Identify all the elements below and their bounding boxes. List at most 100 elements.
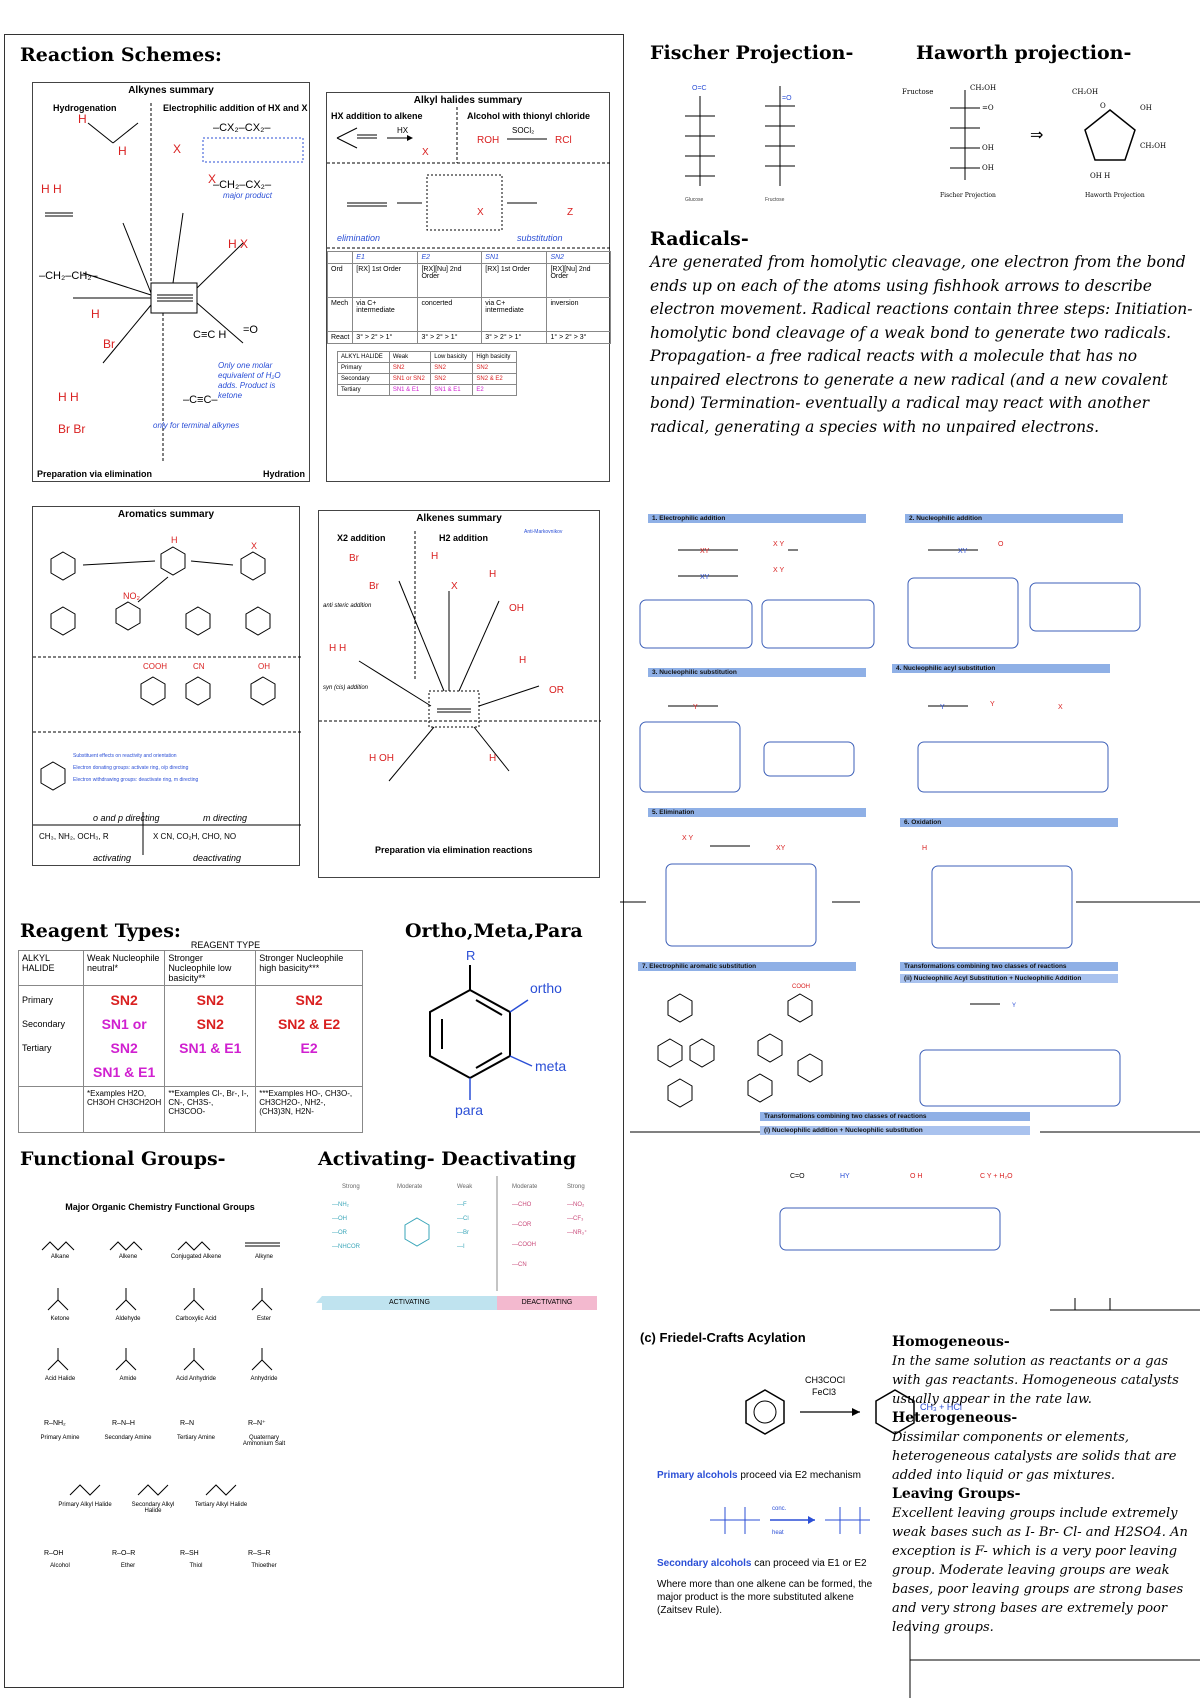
alkenes-summary-panel: Alkenes summary X2 addition H2 addition … — [318, 510, 601, 878]
substitution-label: substitution — [517, 233, 563, 243]
svg-text:adds. Product is: adds. Product is — [218, 381, 275, 390]
svg-text:H: H — [171, 535, 178, 545]
svg-text:C=O: C=O — [790, 1173, 805, 1180]
friedel-crafts-title: (c) Friedel-Crafts Acylation — [640, 1330, 806, 1345]
svg-text:=O: =O — [243, 324, 258, 336]
hydration-label: Hydration — [263, 469, 306, 479]
svg-text:—F: —F — [457, 1202, 467, 1208]
secondary-alcohols-line: Secondary alcohols can proceed via E1 or… — [657, 1558, 867, 1569]
fg-amide: Amide — [119, 1376, 137, 1382]
svg-text:R–NH₂: R–NH₂ — [44, 1420, 66, 1427]
svg-text:RCl: RCl — [555, 135, 572, 146]
svg-text:H H: H H — [41, 182, 62, 196]
svg-text:X Y: X Y — [773, 567, 784, 574]
primary-alcohols-label: Primary alcohols — [657, 1470, 738, 1481]
panel-transformations-2: Transformations combining two classes of… — [760, 1112, 1030, 1121]
svg-text:X: X — [451, 581, 458, 592]
fg-alkane: Alkane — [50, 1254, 70, 1260]
fischer-diagram: O=C =O Glucose Fructose — [685, 85, 795, 203]
svg-text:Br: Br — [349, 553, 360, 564]
fg-thioether: Thioether — [251, 1563, 277, 1569]
fg-ester: Ester — [256, 1316, 271, 1322]
svg-text:Fischer Projection: Fischer Projection — [940, 192, 996, 199]
meta-label: meta — [535, 1058, 567, 1074]
fg-secondary-halide: Secondary Alkyl Halide — [131, 1502, 175, 1514]
svg-text:—OH: —OH — [332, 1216, 347, 1222]
fg-primary-amine: Primary Amine — [40, 1435, 80, 1441]
reagent-types-heading: Reagent Types: — [20, 920, 181, 942]
svg-text:only for terminal alkynes: only for terminal alkynes — [153, 421, 239, 430]
alkenes-prep-label: Preparation via elimination reactions — [375, 845, 533, 855]
svg-text:Y: Y — [693, 704, 698, 711]
reagent-row-tertiary: Tertiary — [22, 1043, 52, 1053]
alkenes-diagram: Br Br H X H OH H H H OR H OH H Anti-Mark… — [319, 529, 601, 782]
svg-text:H: H — [519, 655, 526, 666]
aromatics-diagram: H X NO₂ COOH CN OH Substituent effects o… — [33, 535, 301, 855]
svg-text:H X: H X — [228, 237, 248, 251]
hx-addition-label: HX addition to alkene — [331, 111, 423, 121]
fg-conjugated: Conjugated Alkene — [170, 1254, 222, 1260]
panel-elimination: 5. Elimination — [648, 808, 866, 817]
x2-addition-label: X2 addition — [337, 533, 386, 543]
svg-text:X Y: X Y — [773, 541, 784, 548]
secondary-alcohols-rest: can proceed via E1 or E2 — [751, 1558, 867, 1569]
fg-quaternary: Quaternary Ammonium Salt — [242, 1435, 286, 1447]
svg-text:Electron donating groups: acti: Electron donating groups: activate ring,… — [73, 765, 189, 771]
ortho-label: ortho — [530, 980, 562, 996]
primary-alcohols-line: Primary alcohols proceed via E2 mechanis… — [657, 1470, 861, 1481]
svg-text:X: X — [173, 142, 181, 156]
fg-acid-halide: Acid Halide — [44, 1376, 76, 1382]
svg-text:Y: Y — [990, 701, 995, 708]
svg-text:X: X — [208, 172, 216, 186]
svg-text:conc.: conc. — [772, 1506, 787, 1512]
svg-text:Br Br: Br Br — [58, 422, 85, 436]
svg-text:—NHCOR: —NHCOR — [332, 1244, 361, 1250]
cell-2-1: SN1 & E1 — [179, 1040, 242, 1056]
haworth-heading: Haworth projection- — [916, 42, 1132, 64]
fg-thiol: Thiol — [189, 1563, 203, 1569]
fischer-heading: Fischer Projection- — [650, 42, 854, 64]
svg-text:Electron withdrawing groups: d: Electron withdrawing groups: deactivate … — [73, 777, 199, 783]
homogeneous-text: In the same solution as reactants or a g… — [892, 1354, 1179, 1407]
svg-text:—CHO: —CHO — [512, 1202, 532, 1208]
fg-alkene: Alkene — [118, 1254, 138, 1260]
friedel-reagent-2: FeCl3 — [812, 1387, 837, 1397]
panels-row4-diagram: COOH Y — [657, 984, 1121, 1108]
reaction-schemes-heading: Reaction Schemes: — [20, 44, 222, 66]
svg-text:H H: H H — [58, 390, 79, 404]
svg-text:=O: =O — [782, 95, 792, 102]
svg-text:⇒: ⇒ — [1030, 125, 1043, 144]
friedel-crafts-diagram: CH₃ + HCl — [745, 1389, 962, 1435]
hydrogenation-label: Hydrogenation — [53, 103, 117, 113]
svg-text:CH₂OH: CH₂OH — [1072, 88, 1098, 96]
fg-anhydride: Anhydride — [250, 1376, 278, 1382]
omp-benzene-diagram — [429, 965, 533, 1100]
fg-tertiary-halide: Tertiary Alkyl Halide — [194, 1502, 248, 1508]
svg-text:Fructose: Fructose — [765, 197, 785, 203]
haworth-diagram: Fructose CH₂OH =O OH OH ⇒ O CH₂OH OH CH₂… — [902, 84, 1166, 199]
example-2: ***Examples HO-, CH3O-, CH3CH2O-, NH2-, … — [255, 1086, 363, 1133]
example-1: **Examples Cl-, Br-, I-, CN-, CH3S-, CH3… — [164, 1086, 257, 1133]
reagent-type-table-wrap: REAGENT TYPE ALKYL HALIDE Weak Nucleophi… — [18, 940, 363, 1133]
activating-label: activating — [93, 853, 132, 863]
op-directing-label: o and p directing — [93, 813, 160, 823]
svg-text:R–OH: R–OH — [44, 1550, 63, 1557]
svg-text:X Y: X Y — [682, 835, 693, 842]
electrophilic-label: Electrophilic addition of HX and X — [163, 103, 308, 113]
svg-text:CH₃, NH₂, OCH₃, R: CH₃, NH₂, OCH₃, R — [39, 832, 109, 841]
svg-text:—COOH: —COOH — [512, 1242, 536, 1248]
radicals-heading: Radicals- — [650, 228, 749, 250]
svg-text:—Cl: —Cl — [457, 1216, 469, 1222]
svg-text:H: H — [489, 753, 496, 764]
alkenes-title: Alkenes summary — [416, 513, 502, 524]
svg-text:SOCl₂: SOCl₂ — [512, 126, 534, 135]
deactivating-label: deactivating — [193, 853, 242, 863]
panel-nucleophilic-addition: 2. Nucleophilic addition — [905, 514, 1123, 523]
heterogeneous-heading: Heterogeneous- — [892, 1410, 1018, 1426]
svg-text:Anti-Markovnikov: Anti-Markovnikov — [524, 529, 563, 535]
thionyl-label: Alcohol with thionyl chloride — [467, 111, 590, 121]
svg-text:—NH₂: —NH₂ — [332, 1202, 350, 1208]
fg-secondary-amine: Secondary Amine — [104, 1435, 152, 1441]
activating-heading: Activating- Deactivating — [318, 1148, 577, 1170]
